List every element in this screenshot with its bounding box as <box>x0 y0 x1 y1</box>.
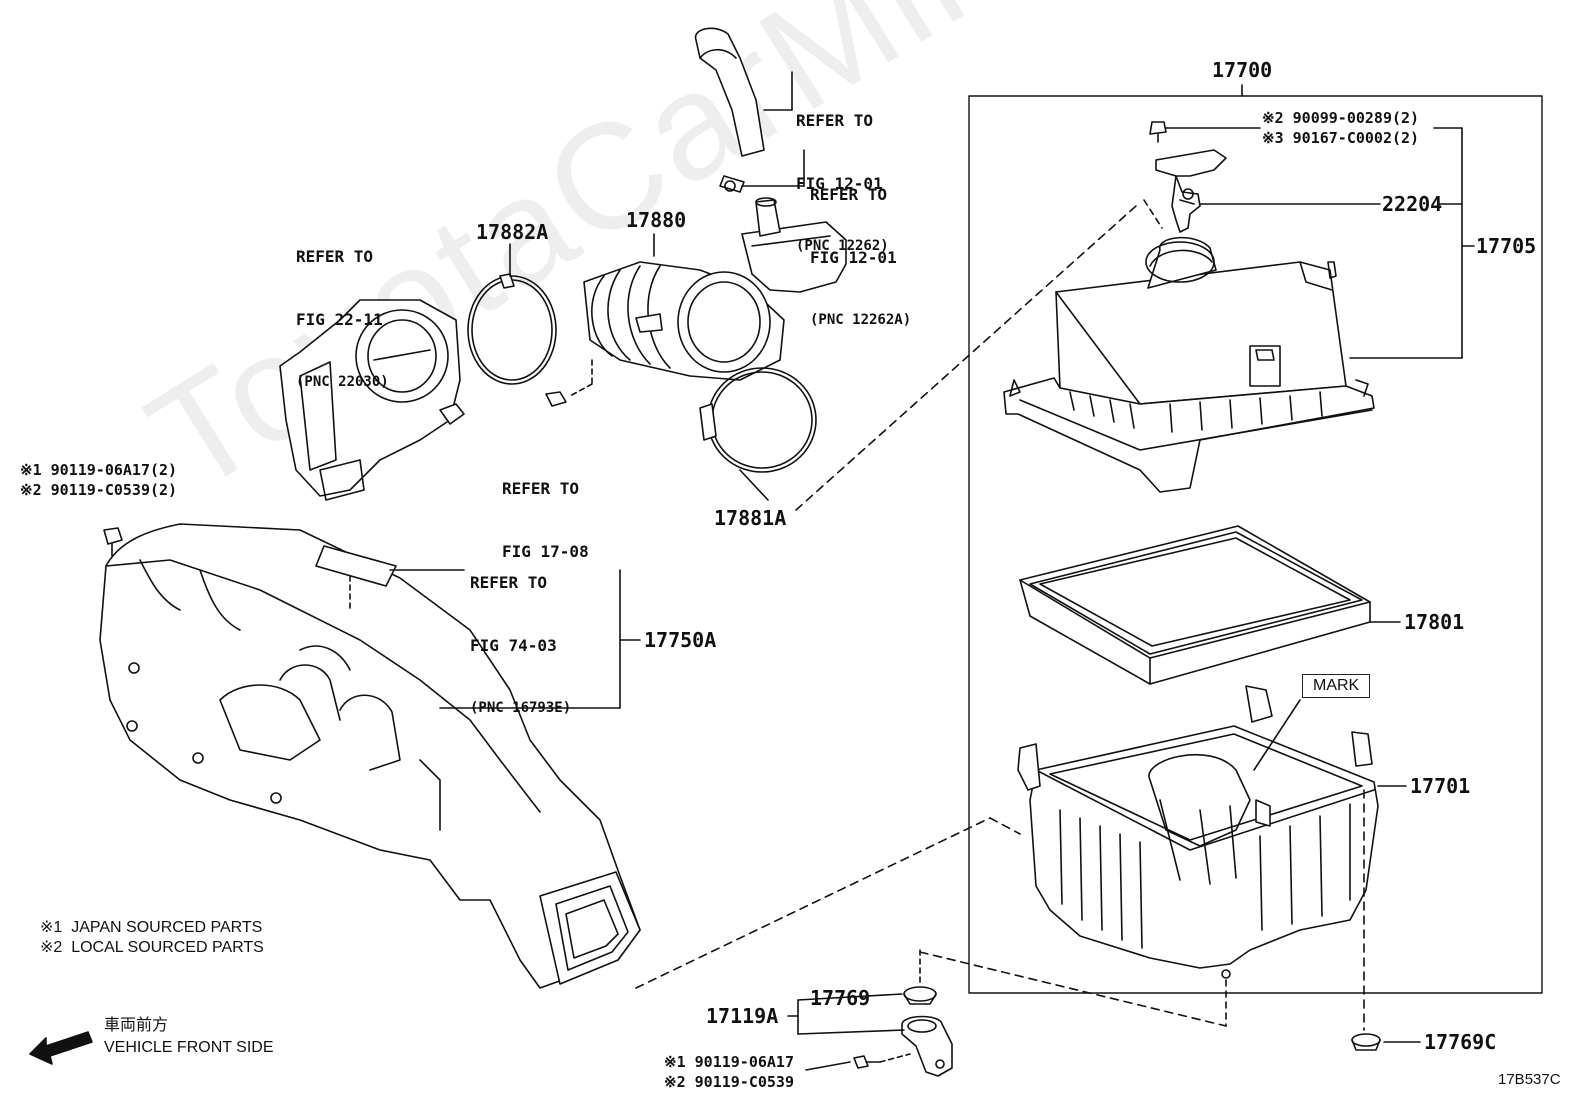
air-filter-element-drawing <box>1019 525 1371 685</box>
label-17882a: 17882A <box>476 220 549 244</box>
label-17801: 17801 <box>1404 610 1465 634</box>
label-17880: 17880 <box>626 208 687 232</box>
code-bolt-left-1: ※1 90119-06A17(2) <box>20 461 178 479</box>
ref-12-01-a-line2: FIG 12-01 <box>796 174 883 193</box>
ref-22-11-line2: FIG 22-11 <box>296 310 383 329</box>
label-17701: 17701 <box>1410 774 1471 798</box>
label-17750a: 17750A <box>644 628 717 652</box>
ref-12-01-a-pnc: (PNC 12262) <box>796 238 889 254</box>
code-bolt-bottom-2: ※2 90119-C0539 <box>664 1073 794 1091</box>
label-17881a: 17881A <box>714 506 787 530</box>
pipe-drawing <box>694 27 765 193</box>
sensor-22204-drawing <box>1149 121 1227 233</box>
label-22204: 22204 <box>1382 192 1443 216</box>
ref-17-08-line2: FIG 17-08 <box>502 542 589 561</box>
air-cleaner-case-drawing <box>1017 685 1379 979</box>
ref-12-01-b: REFER TO FIG 12-01 (PNC 12262A) <box>810 142 911 373</box>
ref-74-03-pnc: (PNC 16793E) <box>470 700 572 716</box>
clamp-17881a-drawing <box>699 367 817 473</box>
bracket-drawing <box>853 986 953 1077</box>
ref-12-01-b-pnc: (PNC 12262A) <box>810 312 912 328</box>
label-17119a: 17119A <box>706 1004 779 1028</box>
note-japan: ※1 JAPAN SOURCED PARTS <box>40 919 263 936</box>
note-local: ※2 LOCAL SOURCED PARTS <box>40 939 264 956</box>
front-side-jp: 車両前方 <box>104 1017 169 1034</box>
ref-12-01-b-line2: FIG 12-01 <box>810 248 897 267</box>
clamp-17882a-drawing <box>467 273 557 385</box>
air-cleaner-cap-drawing <box>1003 236 1375 493</box>
ref-22-11-pnc: (PNC 22030) <box>296 374 389 390</box>
front-side-en: VEHICLE FRONT SIDE <box>104 1039 274 1056</box>
label-17700: 17700 <box>1212 58 1273 82</box>
ref-74-03-line1: REFER TO <box>470 573 548 592</box>
code-bolt-top-2: ※3 90167-C0002(2) <box>1262 129 1420 147</box>
intake-hose-drawing <box>583 197 847 381</box>
ref-74-03-line2: FIG 74-03 <box>470 636 557 655</box>
front-arrow <box>29 1031 93 1065</box>
assembly-frame <box>968 95 1543 994</box>
throttle-body-drawing <box>279 299 465 501</box>
ref-22-11: REFER TO FIG 22-11 (PNC 22030) <box>296 204 389 435</box>
diagram-id: 17B537C <box>1498 1071 1561 1088</box>
label-17705: 17705 <box>1476 234 1537 258</box>
label-17769c: 17769C <box>1424 1030 1497 1054</box>
ref-12-01-b-line1: REFER TO <box>810 185 888 204</box>
ref-74-03: REFER TO FIG 74-03 (PNC 16793E) <box>470 530 571 761</box>
ref-22-11-line1: REFER TO <box>296 247 374 266</box>
resonator-drawing <box>99 523 641 989</box>
label-17769: 17769 <box>810 986 871 1010</box>
grommet-17769c-drawing <box>1351 1033 1381 1051</box>
ref-17-08: REFER TO FIG 17-08 <box>502 436 589 604</box>
ref-17-08-line1: REFER TO <box>502 479 580 498</box>
ref-12-01-a: REFER TO FIG 12-01 (PNC 12262) <box>796 68 889 299</box>
code-bolt-top-1: ※2 90099-00289(2) <box>1262 109 1420 127</box>
mark-label: MARK <box>1302 674 1371 698</box>
code-bolt-bottom-1: ※1 90119-06A17 <box>664 1053 794 1071</box>
code-bolt-left-2: ※2 90119-C0539(2) <box>20 481 178 499</box>
ref-12-01-a-line1: REFER TO <box>796 111 874 130</box>
